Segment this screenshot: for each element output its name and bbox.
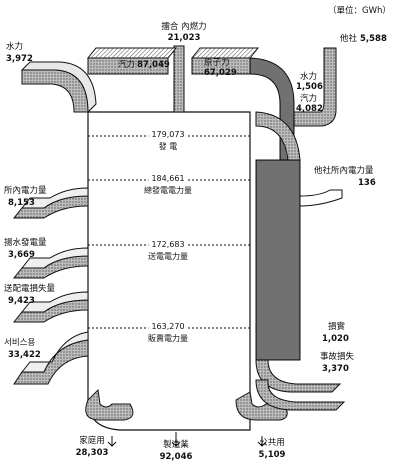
loss-right-2-value: 3,370	[322, 364, 349, 374]
hydro-left-value: 3,972	[6, 54, 33, 64]
right-loss-2	[255, 379, 346, 411]
loss-transmission-top	[20, 291, 89, 313]
combined-label: 擂合 內燃力	[161, 22, 207, 32]
service-outflow-top	[20, 331, 89, 373]
use-household-label: 家庭用	[79, 436, 105, 446]
use-public-label: 公共用	[259, 438, 285, 448]
loss-pumped-top	[20, 247, 89, 269]
other-company-flow	[293, 47, 337, 127]
loss-plant-use-top	[20, 187, 89, 209]
loss-left-2-label: 送配電損失量	[4, 284, 56, 294]
thermal-slab	[86, 47, 178, 59]
generation-label: 發 電	[155, 142, 181, 152]
nuclear-value: 67,029	[204, 68, 237, 78]
loss-right-1-label: 損實	[328, 322, 346, 332]
combined-value: 21,023	[167, 33, 201, 43]
use-manufacturing-value: 92,046	[159, 452, 193, 462]
transmission-value: 172,683	[148, 240, 188, 250]
hydro-left-cap	[20, 61, 97, 114]
sales-value: 163,270	[148, 322, 188, 332]
nuclear-label: 原子力	[204, 58, 230, 68]
use-manufacturing-label: 製造業	[163, 440, 189, 450]
generation-value: 179,073	[148, 130, 188, 140]
household-outflow	[85, 388, 134, 421]
use-public-value: 5,109	[258, 450, 286, 460]
loss-left-0-value: 8,153	[8, 198, 35, 208]
loss-left-3-label: 서비스용	[4, 338, 36, 348]
arrow-manufacturing	[171, 432, 181, 447]
other-company-value: 5,588	[360, 34, 387, 44]
total-gen-label: 總發電電力量	[141, 186, 195, 196]
loss-left-3-value: 33,422	[8, 350, 41, 360]
combined-flow	[173, 45, 185, 113]
other-hydro-value: 1,506	[296, 82, 323, 92]
loss-right-2-label: 事故損失	[320, 352, 355, 362]
loss-right-0-value: 136	[358, 178, 376, 188]
right-upper-bend	[255, 111, 301, 161]
right-loss-outflow	[299, 189, 343, 207]
use-household-value: 28,303	[75, 448, 109, 458]
loss-left-1-label: 揚水發電量	[4, 238, 47, 248]
public-outflow	[235, 391, 288, 421]
thermal-value: 87,049	[137, 60, 170, 70]
main-trunk	[87, 111, 251, 431]
loss-left-2-value: 9,423	[8, 296, 35, 306]
unit-label: （單位：GWh）	[328, 6, 391, 16]
transmission-label: 送電電力量	[145, 252, 191, 262]
other-thermal-value: 4,082	[296, 104, 323, 114]
arrow-household	[107, 436, 117, 447]
right-loss-1	[255, 359, 342, 393]
right-column	[255, 159, 301, 361]
loss-left-0-label: 所內電力量	[4, 186, 47, 196]
thermal-label: 汽力	[118, 60, 136, 70]
thermal-front	[87, 57, 169, 75]
nuclear-slab	[190, 47, 260, 59]
loss-right-1-value: 1,020	[322, 334, 349, 344]
loss-left-1-value: 3,669	[8, 250, 35, 260]
hydro-left-label: 水力	[6, 42, 24, 52]
other-hydro-label: 水力	[300, 72, 318, 82]
other-company-label: 他社	[340, 34, 358, 44]
arrow-public	[257, 436, 267, 447]
total-gen-value: 184,661	[148, 174, 188, 184]
loss-right-0-label: 他社所內電力量	[314, 166, 374, 176]
other-thermal-label: 汽力	[300, 94, 318, 104]
sales-label: 販賣電力量	[145, 334, 191, 344]
